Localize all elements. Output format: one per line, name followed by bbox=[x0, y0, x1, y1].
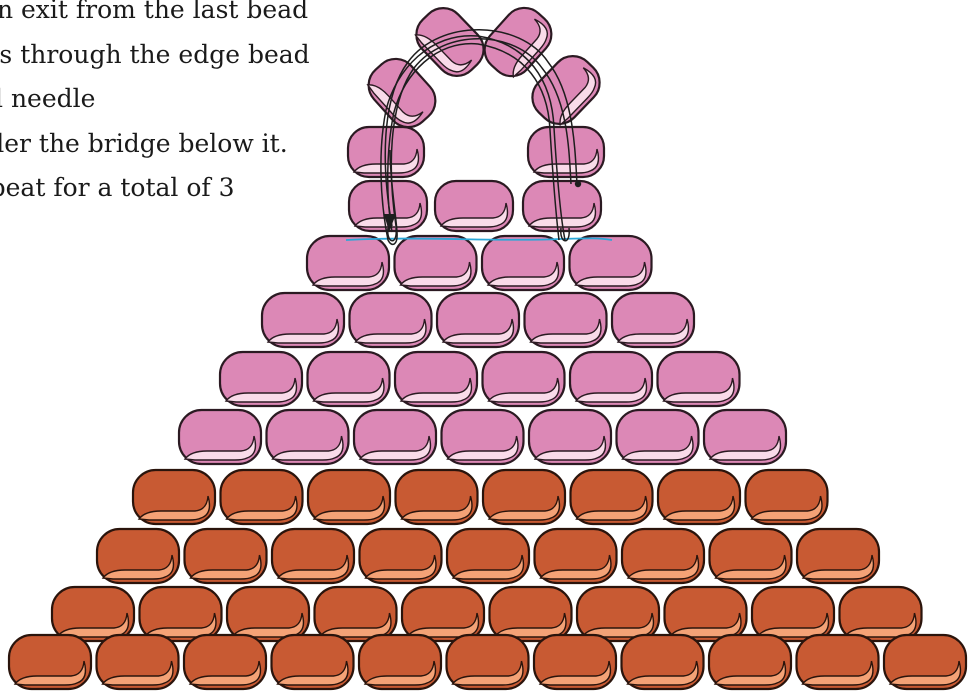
pink-bead bbox=[395, 352, 477, 406]
pink-bead bbox=[529, 410, 611, 464]
pink-bead bbox=[482, 236, 564, 290]
pink-bead bbox=[262, 293, 344, 347]
orange-bead bbox=[97, 529, 179, 583]
orange-bead bbox=[622, 529, 704, 583]
orange-bead bbox=[884, 635, 966, 689]
pink-bead bbox=[395, 236, 477, 290]
pink-bead bbox=[658, 352, 740, 406]
orange-bead bbox=[184, 635, 266, 689]
pink-bead bbox=[570, 352, 652, 406]
orange-bead bbox=[840, 587, 922, 641]
pink-bead-rows bbox=[179, 236, 786, 464]
orange-bead bbox=[359, 635, 441, 689]
orange-bead bbox=[221, 470, 303, 524]
bridge-thread-line bbox=[346, 238, 612, 240]
orange-bead bbox=[447, 635, 529, 689]
pink-bead bbox=[408, 0, 493, 85]
pink-bead bbox=[528, 127, 604, 177]
orange-bead bbox=[140, 587, 222, 641]
pink-bead bbox=[354, 410, 436, 464]
orange-bead bbox=[97, 635, 179, 689]
pink-bead bbox=[308, 352, 390, 406]
orange-bead bbox=[752, 587, 834, 641]
pink-bead bbox=[267, 410, 349, 464]
orange-bead bbox=[746, 470, 828, 524]
orange-bead bbox=[272, 635, 354, 689]
pink-bead bbox=[483, 352, 565, 406]
orange-bead bbox=[658, 470, 740, 524]
pink-bead bbox=[220, 352, 302, 406]
pink-bead bbox=[570, 236, 652, 290]
pink-bead bbox=[437, 293, 519, 347]
orange-bead bbox=[577, 587, 659, 641]
pink-bead bbox=[307, 236, 389, 290]
pink-bead bbox=[442, 410, 524, 464]
orange-bead bbox=[571, 470, 653, 524]
orange-bead bbox=[396, 470, 478, 524]
pink-bead bbox=[617, 410, 699, 464]
pink-bead bbox=[350, 293, 432, 347]
orange-bead bbox=[315, 587, 397, 641]
orange-bead bbox=[665, 587, 747, 641]
orange-bead-rows bbox=[9, 470, 966, 689]
orange-bead bbox=[535, 529, 617, 583]
pink-bead bbox=[525, 293, 607, 347]
orange-bead bbox=[133, 470, 215, 524]
pink-bead bbox=[704, 410, 786, 464]
orange-bead bbox=[272, 529, 354, 583]
orange-bead bbox=[534, 635, 616, 689]
orange-bead bbox=[797, 529, 879, 583]
orange-bead bbox=[185, 529, 267, 583]
orange-bead bbox=[308, 470, 390, 524]
orange-bead bbox=[447, 529, 529, 583]
orange-bead bbox=[360, 529, 442, 583]
orange-bead bbox=[710, 529, 792, 583]
orange-bead bbox=[622, 635, 704, 689]
orange-bead bbox=[52, 587, 134, 641]
orange-bead bbox=[9, 635, 91, 689]
orange-bead bbox=[227, 587, 309, 641]
orange-bead bbox=[797, 635, 879, 689]
orange-bead bbox=[483, 470, 565, 524]
thread-end-dot bbox=[575, 181, 581, 187]
pink-bead bbox=[435, 181, 513, 231]
pink-bead bbox=[612, 293, 694, 347]
orange-bead bbox=[402, 587, 484, 641]
orange-bead bbox=[709, 635, 791, 689]
orange-bead bbox=[490, 587, 572, 641]
pink-bead bbox=[179, 410, 261, 464]
